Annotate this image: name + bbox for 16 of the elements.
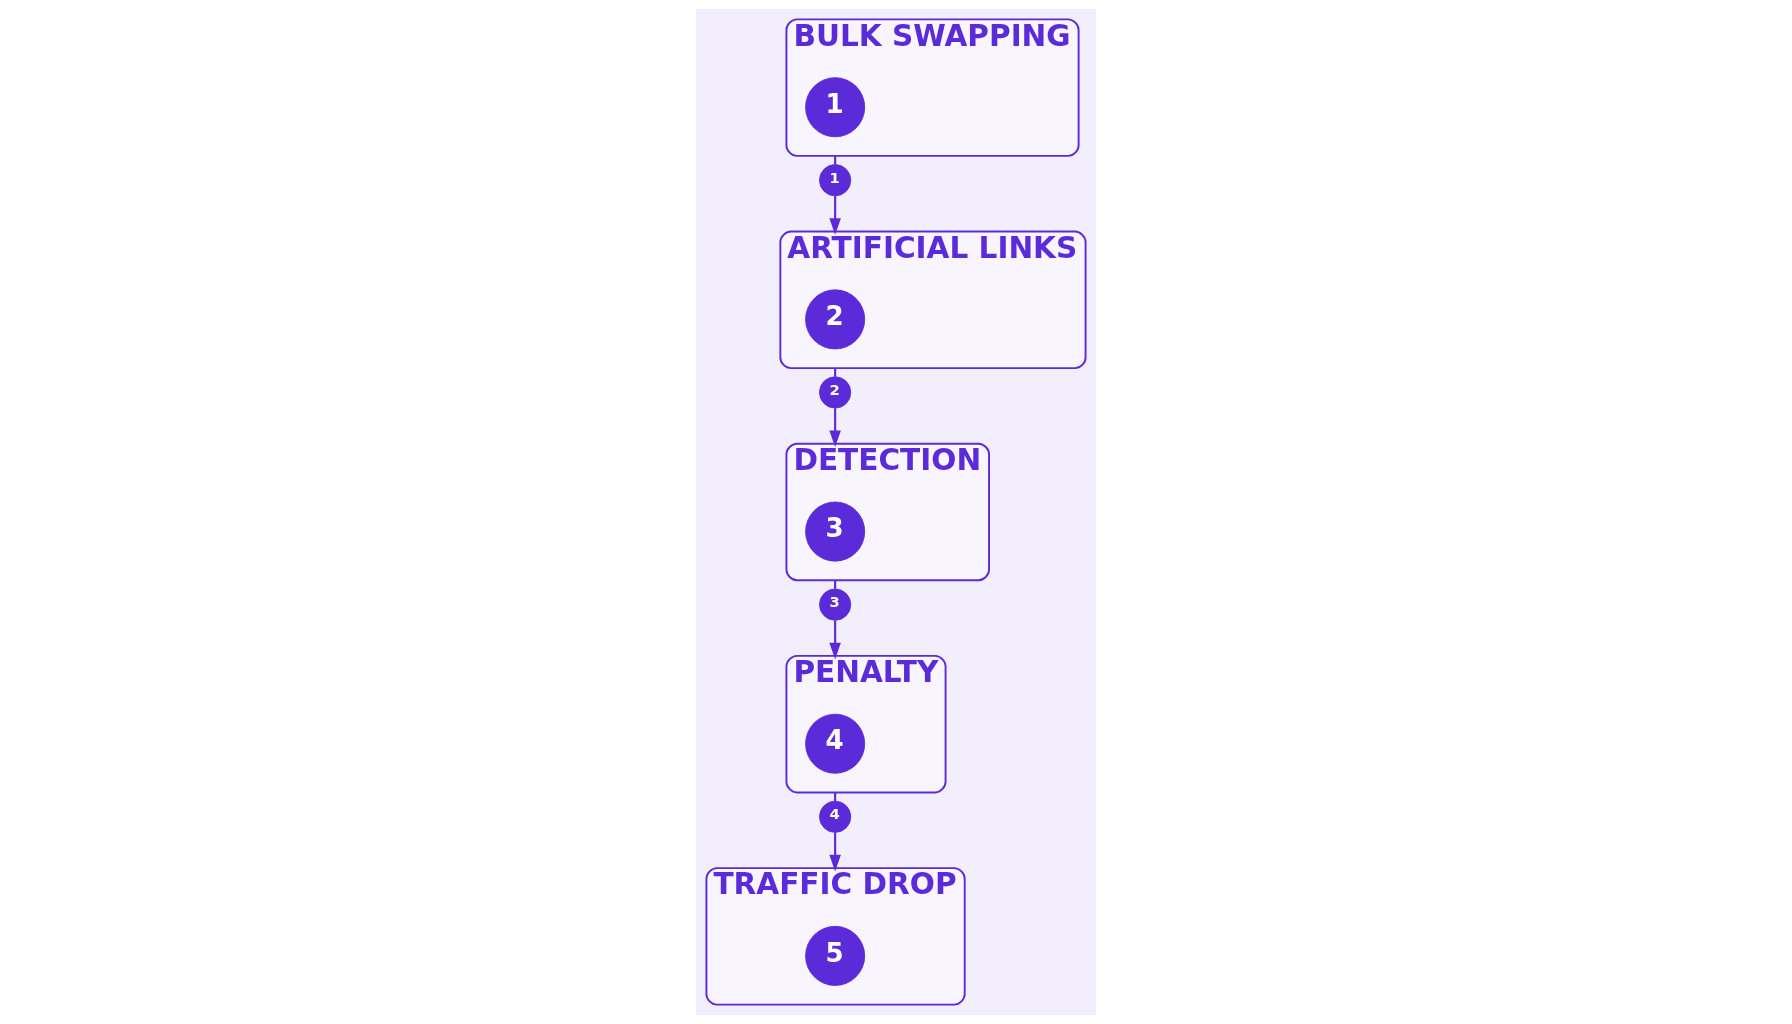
node-circle: 2: [819, 376, 852, 409]
connector: [834, 792, 837, 801]
node-circle: 4: [805, 713, 866, 774]
node-circle: 3: [819, 588, 852, 621]
node-circle: 4: [819, 800, 852, 833]
arrow: [829, 620, 841, 660]
node-circle: 2: [805, 289, 866, 350]
node-circle: 1: [819, 164, 852, 197]
node-circle: 3: [805, 501, 866, 562]
node-circle: 5: [805, 925, 866, 986]
node-circle: 1: [805, 77, 866, 138]
arrow: [829, 832, 841, 872]
connector: [834, 368, 837, 377]
connector: [834, 580, 837, 589]
arrow: [829, 408, 841, 448]
arrow: [829, 196, 841, 235]
